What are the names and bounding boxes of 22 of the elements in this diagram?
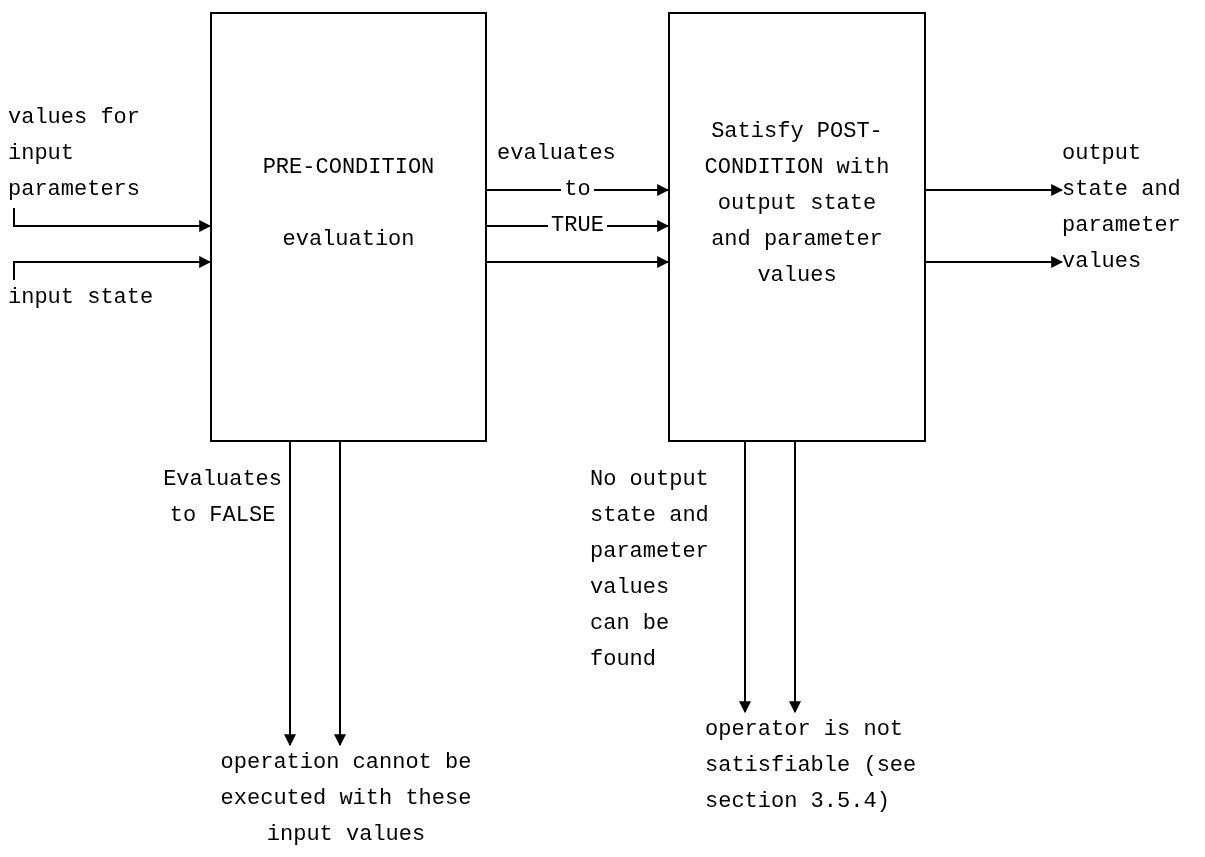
- arrow: [284, 441, 296, 747]
- arrow: [13, 207, 212, 232]
- arrow: [925, 184, 1064, 196]
- process-box: [668, 12, 926, 442]
- node-text: values for input parameters: [8, 100, 148, 208]
- arrow: [486, 256, 670, 268]
- node-text: input state: [8, 280, 178, 316]
- edge-label: No output state and parameter values can be found: [590, 466, 710, 674]
- arrow: [13, 256, 212, 281]
- node-text: output state and parameter values: [1062, 136, 1181, 280]
- arrow: [334, 441, 346, 747]
- arrow: [789, 441, 801, 714]
- node-text: operation cannot be executed with these input values: [215, 745, 477, 853]
- box-text: Satisfy POST-CONDITION with output state and parameter values: [704, 118, 890, 290]
- node-text: operator is not satisfiable (see section 3.5.4): [705, 712, 965, 820]
- box-text: evaluation: [282, 226, 415, 254]
- arrow: [739, 441, 751, 714]
- note-text: evaluates: [497, 140, 616, 168]
- edge-label: Evaluates to FALSE: [163, 466, 282, 530]
- process-box: [210, 12, 487, 442]
- arrow: [925, 256, 1064, 268]
- box-text: PRE-CONDITION: [262, 154, 435, 182]
